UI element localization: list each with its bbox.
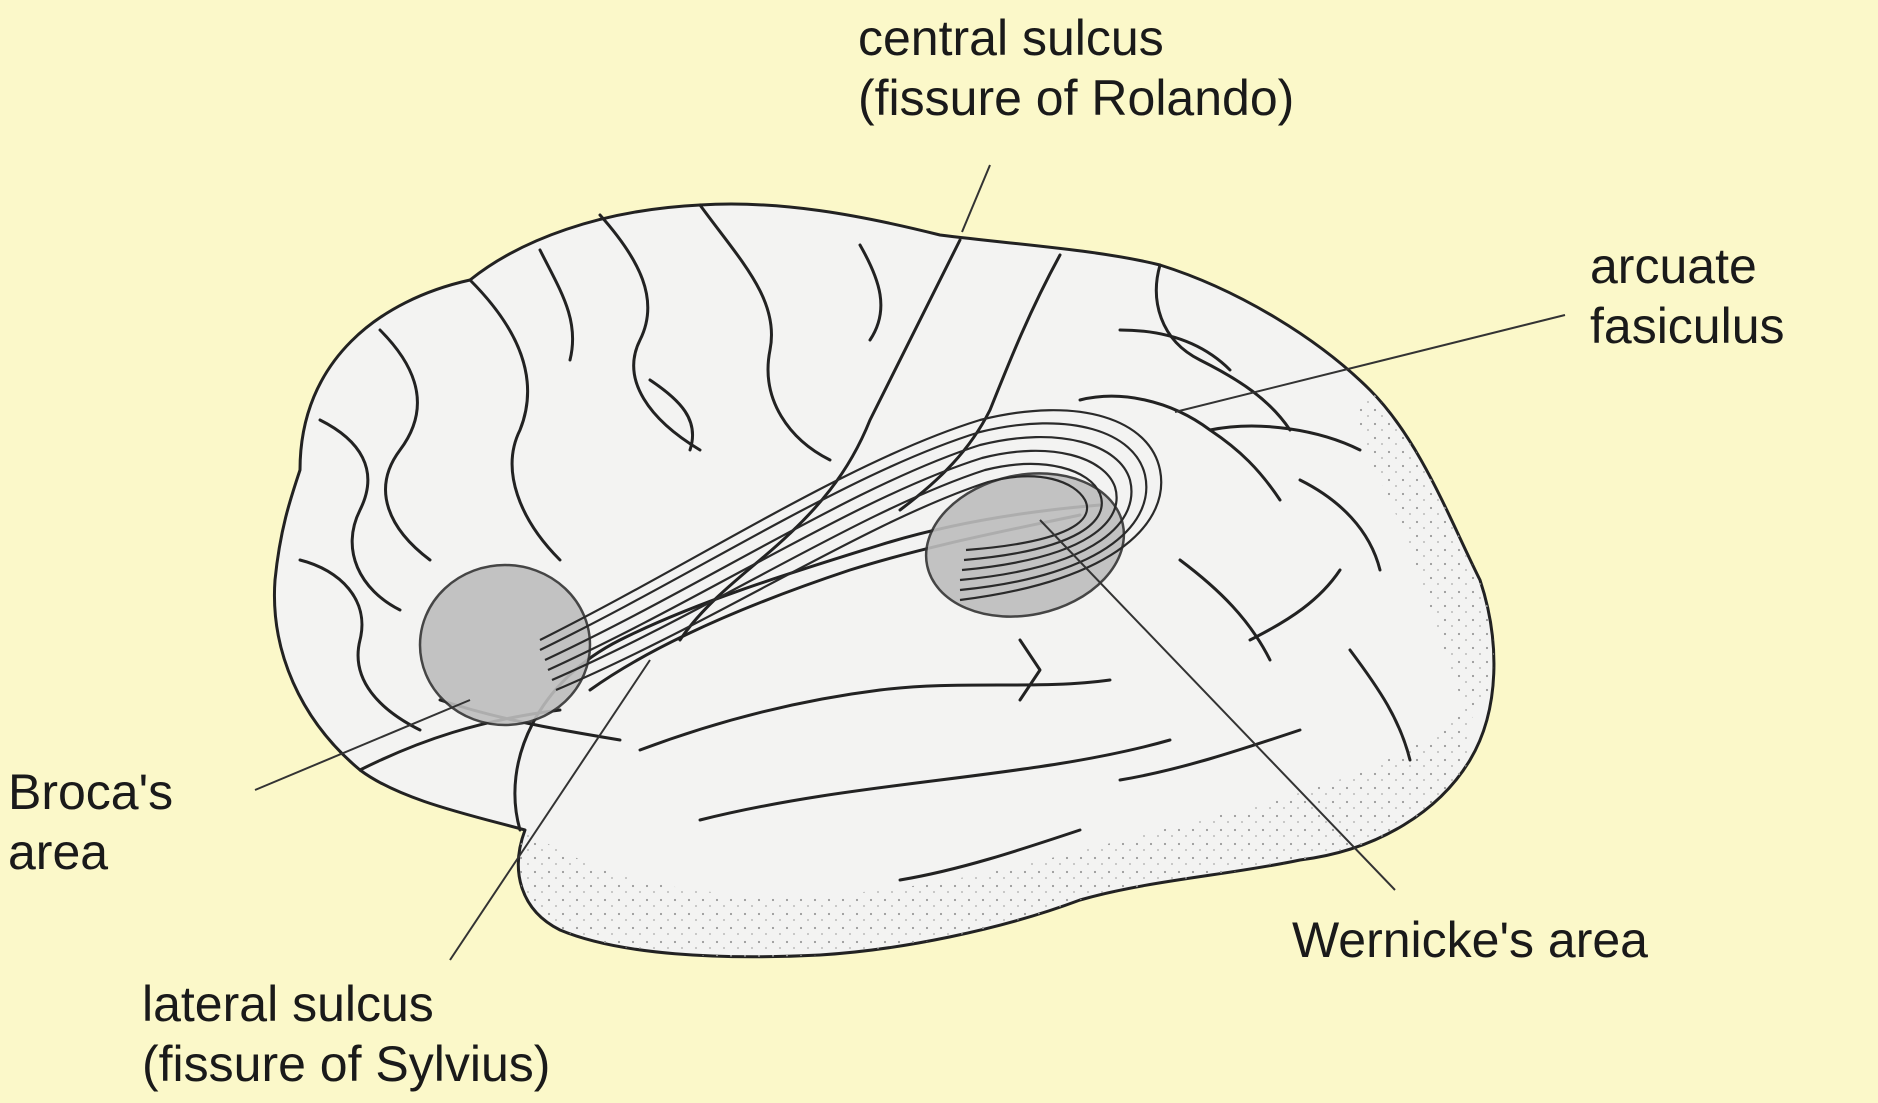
lateral-sulcus-line2: (fissure of Sylvius): [142, 1034, 550, 1094]
arcuate-line1: arcuate: [1590, 236, 1785, 296]
central-sulcus-line2: (fissure of Rolando): [858, 68, 1294, 128]
wernicke-label: Wernicke's area: [1292, 910, 1648, 970]
brocas-area: [420, 565, 590, 725]
broca-line2: area: [8, 822, 173, 882]
central-sulcus-line1: central sulcus: [858, 8, 1294, 68]
lateral-sulcus-label: lateral sulcus (fissure of Sylvius): [142, 974, 550, 1094]
broca-label: Broca's area: [8, 762, 173, 882]
central-sulcus-label: central sulcus (fissure of Rolando): [858, 8, 1294, 128]
wernicke-line1: Wernicke's area: [1292, 910, 1648, 970]
arcuate-line2: fasiculus: [1590, 296, 1785, 356]
leader-central-sulcus: [962, 165, 990, 232]
lateral-sulcus-line1: lateral sulcus: [142, 974, 550, 1034]
arcuate-label: arcuate fasiculus: [1590, 236, 1785, 356]
broca-line1: Broca's: [8, 762, 173, 822]
